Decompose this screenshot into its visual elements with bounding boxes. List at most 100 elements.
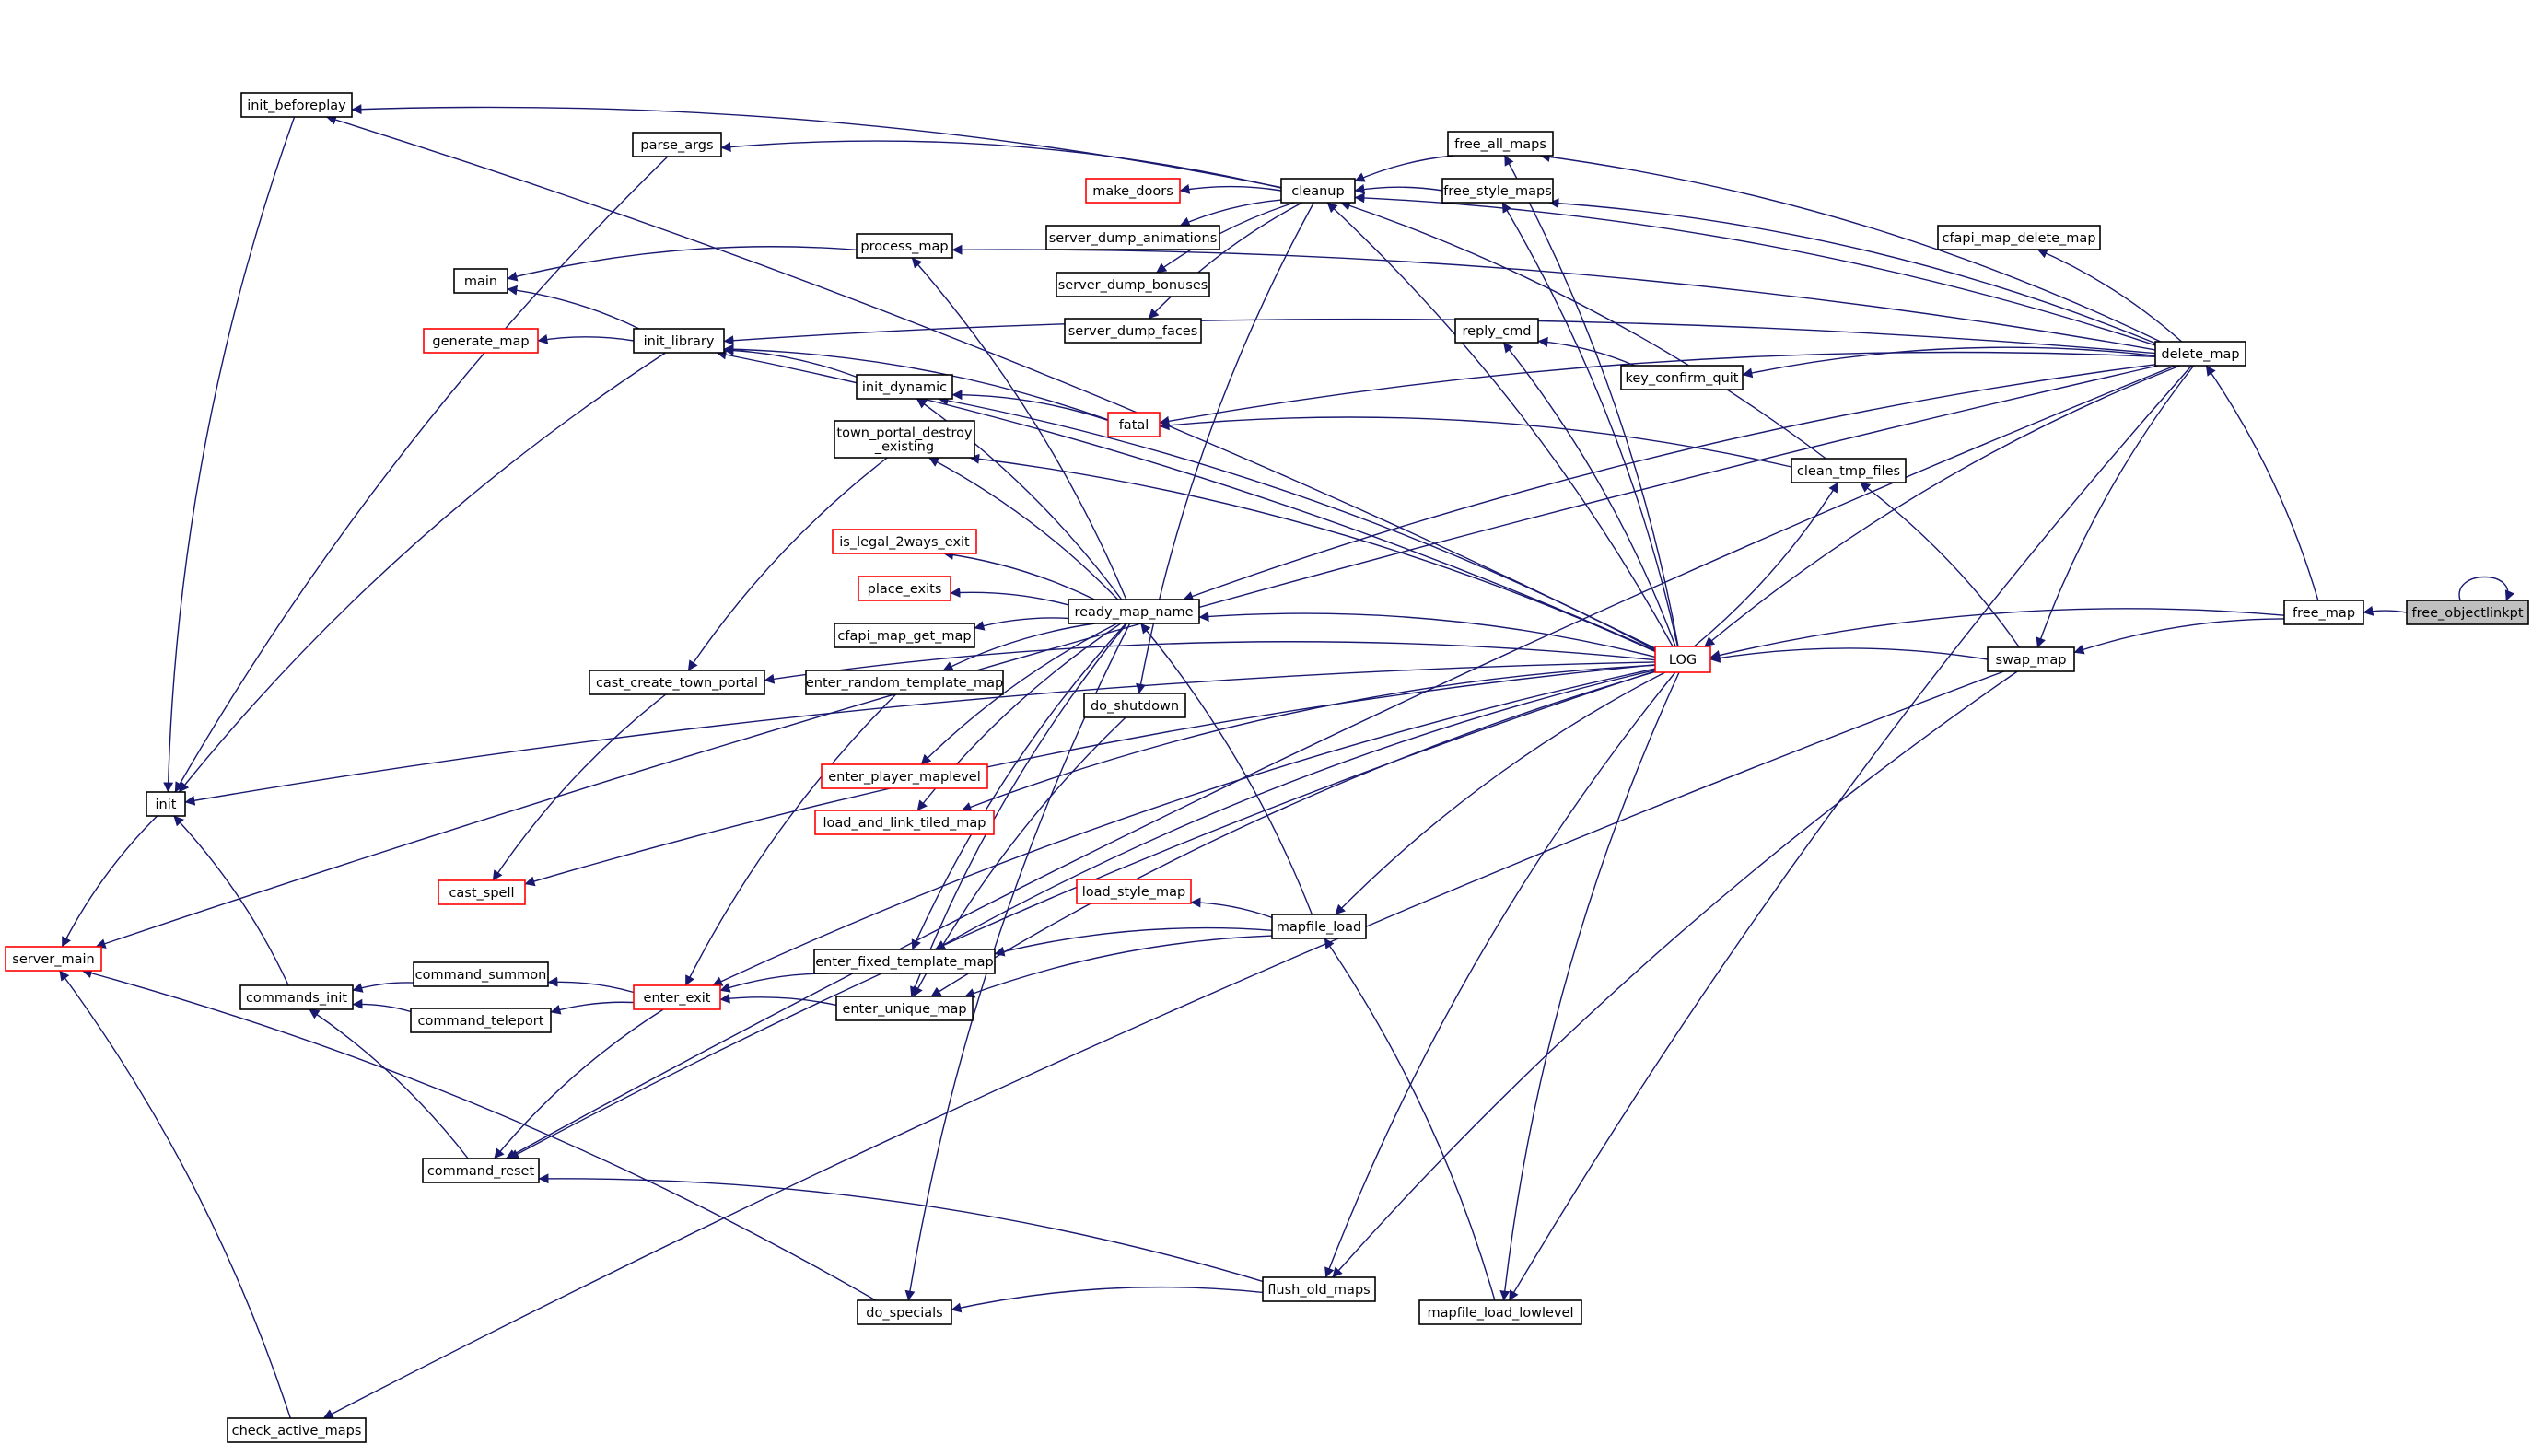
node-enter-fixed-template-map[interactable]: enter_fixed_template_map — [813, 949, 996, 974]
node-delete-map[interactable]: delete_map — [2154, 341, 2246, 367]
node-enter-exit[interactable]: enter_exit — [633, 984, 721, 1010]
node-box — [2406, 600, 2529, 625]
node-command-summon[interactable]: command_summon — [413, 961, 549, 987]
call-edge-enter-exit-to-enter-random-template-map — [684, 693, 897, 986]
node-town-portal-destroy-existing[interactable]: town_portal_destroy_existing — [834, 420, 975, 459]
call-edge-cast-spell-to-cast-create-town-portal — [492, 693, 667, 881]
node-LOG[interactable]: LOG — [1654, 646, 1711, 673]
call-edge-cleanup-to-free-style-maps — [1354, 183, 1443, 194]
node-label: enter_unique_map — [842, 1002, 966, 1017]
node-load-style-map[interactable]: load_style_map — [1076, 879, 1192, 904]
call-edge-command-reset-to-enter-exit — [494, 1008, 664, 1159]
node-server-main[interactable]: server_main — [5, 946, 102, 972]
node-parse-args[interactable]: parse_args — [632, 132, 722, 157]
node-mapfile-load[interactable]: mapfile_load — [1271, 914, 1367, 939]
node-do-specials[interactable]: do_specials — [857, 1299, 952, 1325]
call-edge-server-dump-animations-to-cleanup — [1179, 199, 1282, 227]
call-edge-ready-map-name-to-delete-map — [1183, 364, 2156, 601]
call-edge-commands-init-to-command-teleport — [352, 998, 412, 1013]
node-place-exits[interactable]: place_exits — [858, 576, 951, 601]
node-box — [814, 810, 995, 835]
node-server-dump-animations[interactable]: server_dump_animations — [1045, 225, 1220, 250]
node-box — [857, 1299, 952, 1325]
node-box — [1068, 599, 1200, 624]
node-key-confirm-quit[interactable]: key_confirm_quit — [1620, 365, 1744, 390]
node-label: cast_spell — [449, 886, 514, 901]
call-edge-clean-tmp-files-to-swap-map — [1860, 482, 2020, 648]
node-label: parse_args — [640, 138, 713, 153]
node-clean-tmp-files[interactable]: clean_tmp_files — [1791, 458, 1907, 483]
call-edge-reply-cmd-to-LOG — [1502, 342, 1676, 647]
node-box — [632, 132, 722, 157]
node-free-map[interactable]: free_map — [2283, 600, 2364, 625]
node-mapfile-load-lowlevel[interactable]: mapfile_load_lowlevel — [1418, 1299, 1582, 1325]
node-main[interactable]: main — [453, 268, 508, 294]
node-process-map[interactable]: process_map — [856, 233, 953, 259]
node-do-shutdown[interactable]: do_shutdown — [1083, 693, 1186, 718]
node-ready-map-name[interactable]: ready_map_name — [1068, 599, 1200, 624]
node-label: check_active_maps — [232, 1424, 362, 1439]
node-cfapi-map-delete-map[interactable]: cfapi_map_delete_map — [1937, 225, 2101, 250]
node-init-beforeplay[interactable]: init_beforeplay — [240, 92, 353, 118]
call-edge-swap-map-to-delete-map — [2036, 365, 2195, 648]
node-box — [413, 961, 549, 987]
call-edge-mapfile-load-lowlevel-to-delete-map — [1508, 365, 2193, 1301]
node-init-dynamic[interactable]: init_dynamic — [856, 374, 953, 400]
node-commands-init[interactable]: commands_init — [239, 984, 354, 1010]
node-label: command_reset — [427, 1164, 535, 1179]
node-fatal[interactable]: fatal — [1107, 412, 1161, 437]
call-edge-init-beforeplay-to-cleanup — [351, 104, 1282, 189]
node-load-and-link-tiled-map[interactable]: load_and_link_tiled_map — [814, 810, 995, 835]
node-box — [835, 996, 974, 1021]
node-box — [832, 529, 977, 554]
node-reply-cmd[interactable]: reply_cmd — [1454, 318, 1539, 344]
node-cast-create-town-portal[interactable]: cast_create_town_portal — [589, 670, 765, 695]
node-command-teleport[interactable]: command_teleport — [410, 1008, 552, 1033]
node-enter-random-template-map[interactable]: enter_random_template_map — [805, 670, 1004, 695]
node-cleanup[interactable]: cleanup — [1280, 178, 1356, 204]
node-server-dump-faces[interactable]: server_dump_faces — [1064, 318, 1202, 344]
node-box — [1064, 318, 1202, 344]
node-init[interactable]: init — [146, 791, 186, 817]
node-box — [1987, 646, 2075, 672]
node-swap-map[interactable]: swap_map — [1987, 646, 2075, 672]
node-enter-player-maplevel[interactable]: enter_player_maplevel — [821, 763, 988, 789]
call-edge-LOG-to-free-map — [1709, 608, 2285, 660]
call-edge-enter-fixed-template-map-to-mapfile-load — [994, 926, 1273, 957]
node-box — [1262, 1276, 1376, 1302]
node-box — [834, 420, 975, 459]
call-edge-is-legal-2ways-exit-to-ready-map-name — [943, 549, 1095, 600]
node-flush-old-maps[interactable]: flush_old_maps — [1262, 1276, 1376, 1302]
node-label: init_library — [644, 334, 715, 349]
call-edge-main-to-init-library — [507, 285, 640, 330]
call-edge-command-teleport-to-enter-exit — [550, 1001, 635, 1015]
node-box — [834, 623, 975, 648]
node-label: clean_tmp_files — [1797, 464, 1900, 479]
node-label: flush_old_maps — [1267, 1283, 1370, 1298]
node-is-legal-2ways-exit[interactable]: is_legal_2ways_exit — [832, 529, 977, 554]
node-label: process_map — [860, 239, 948, 254]
node-free-objectlinkpt[interactable]: free_objectlinkpt — [2406, 600, 2529, 625]
node-label: enter_exit — [644, 991, 711, 1006]
node-label: mapfile_load_lowlevel — [1427, 1306, 1573, 1321]
node-make-doors[interactable]: make_doors — [1085, 178, 1181, 204]
call-edge-enter-unique-map-to-ready-map-name — [910, 623, 1128, 997]
call-edge-command-reset-to-flush-old-maps — [538, 1173, 1264, 1283]
node-check-active-maps[interactable]: check_active_maps — [227, 1417, 367, 1443]
node-init-library[interactable]: init_library — [633, 328, 725, 354]
call-edge-reply-cmd-to-key-confirm-quit — [1537, 336, 1636, 367]
node-cfapi-map-get-map[interactable]: cfapi_map_get_map — [834, 623, 975, 648]
call-edge-enter-fixed-template-map-to-LOG — [935, 669, 1656, 950]
node-label: init_beforeplay — [247, 99, 346, 113]
node-command-reset[interactable]: command_reset — [422, 1158, 540, 1183]
node-server-dump-bonuses[interactable]: server_dump_bonuses — [1056, 272, 1210, 297]
call-edge-fatal-to-clean-tmp-files — [1159, 416, 1792, 468]
node-free-all-maps[interactable]: free_all_maps — [1447, 131, 1554, 157]
node-free-style-maps[interactable]: free_style_maps — [1441, 178, 1554, 204]
node-box — [423, 328, 539, 354]
node-generate-map[interactable]: generate_map — [423, 328, 539, 354]
call-edge-enter-exit-to-enter-unique-map — [719, 993, 837, 1007]
node-cast-spell[interactable]: cast_spell — [438, 879, 526, 905]
call-edge-cast-spell-to-LOG — [524, 664, 1656, 887]
node-enter-unique-map[interactable]: enter_unique_map — [835, 996, 974, 1021]
